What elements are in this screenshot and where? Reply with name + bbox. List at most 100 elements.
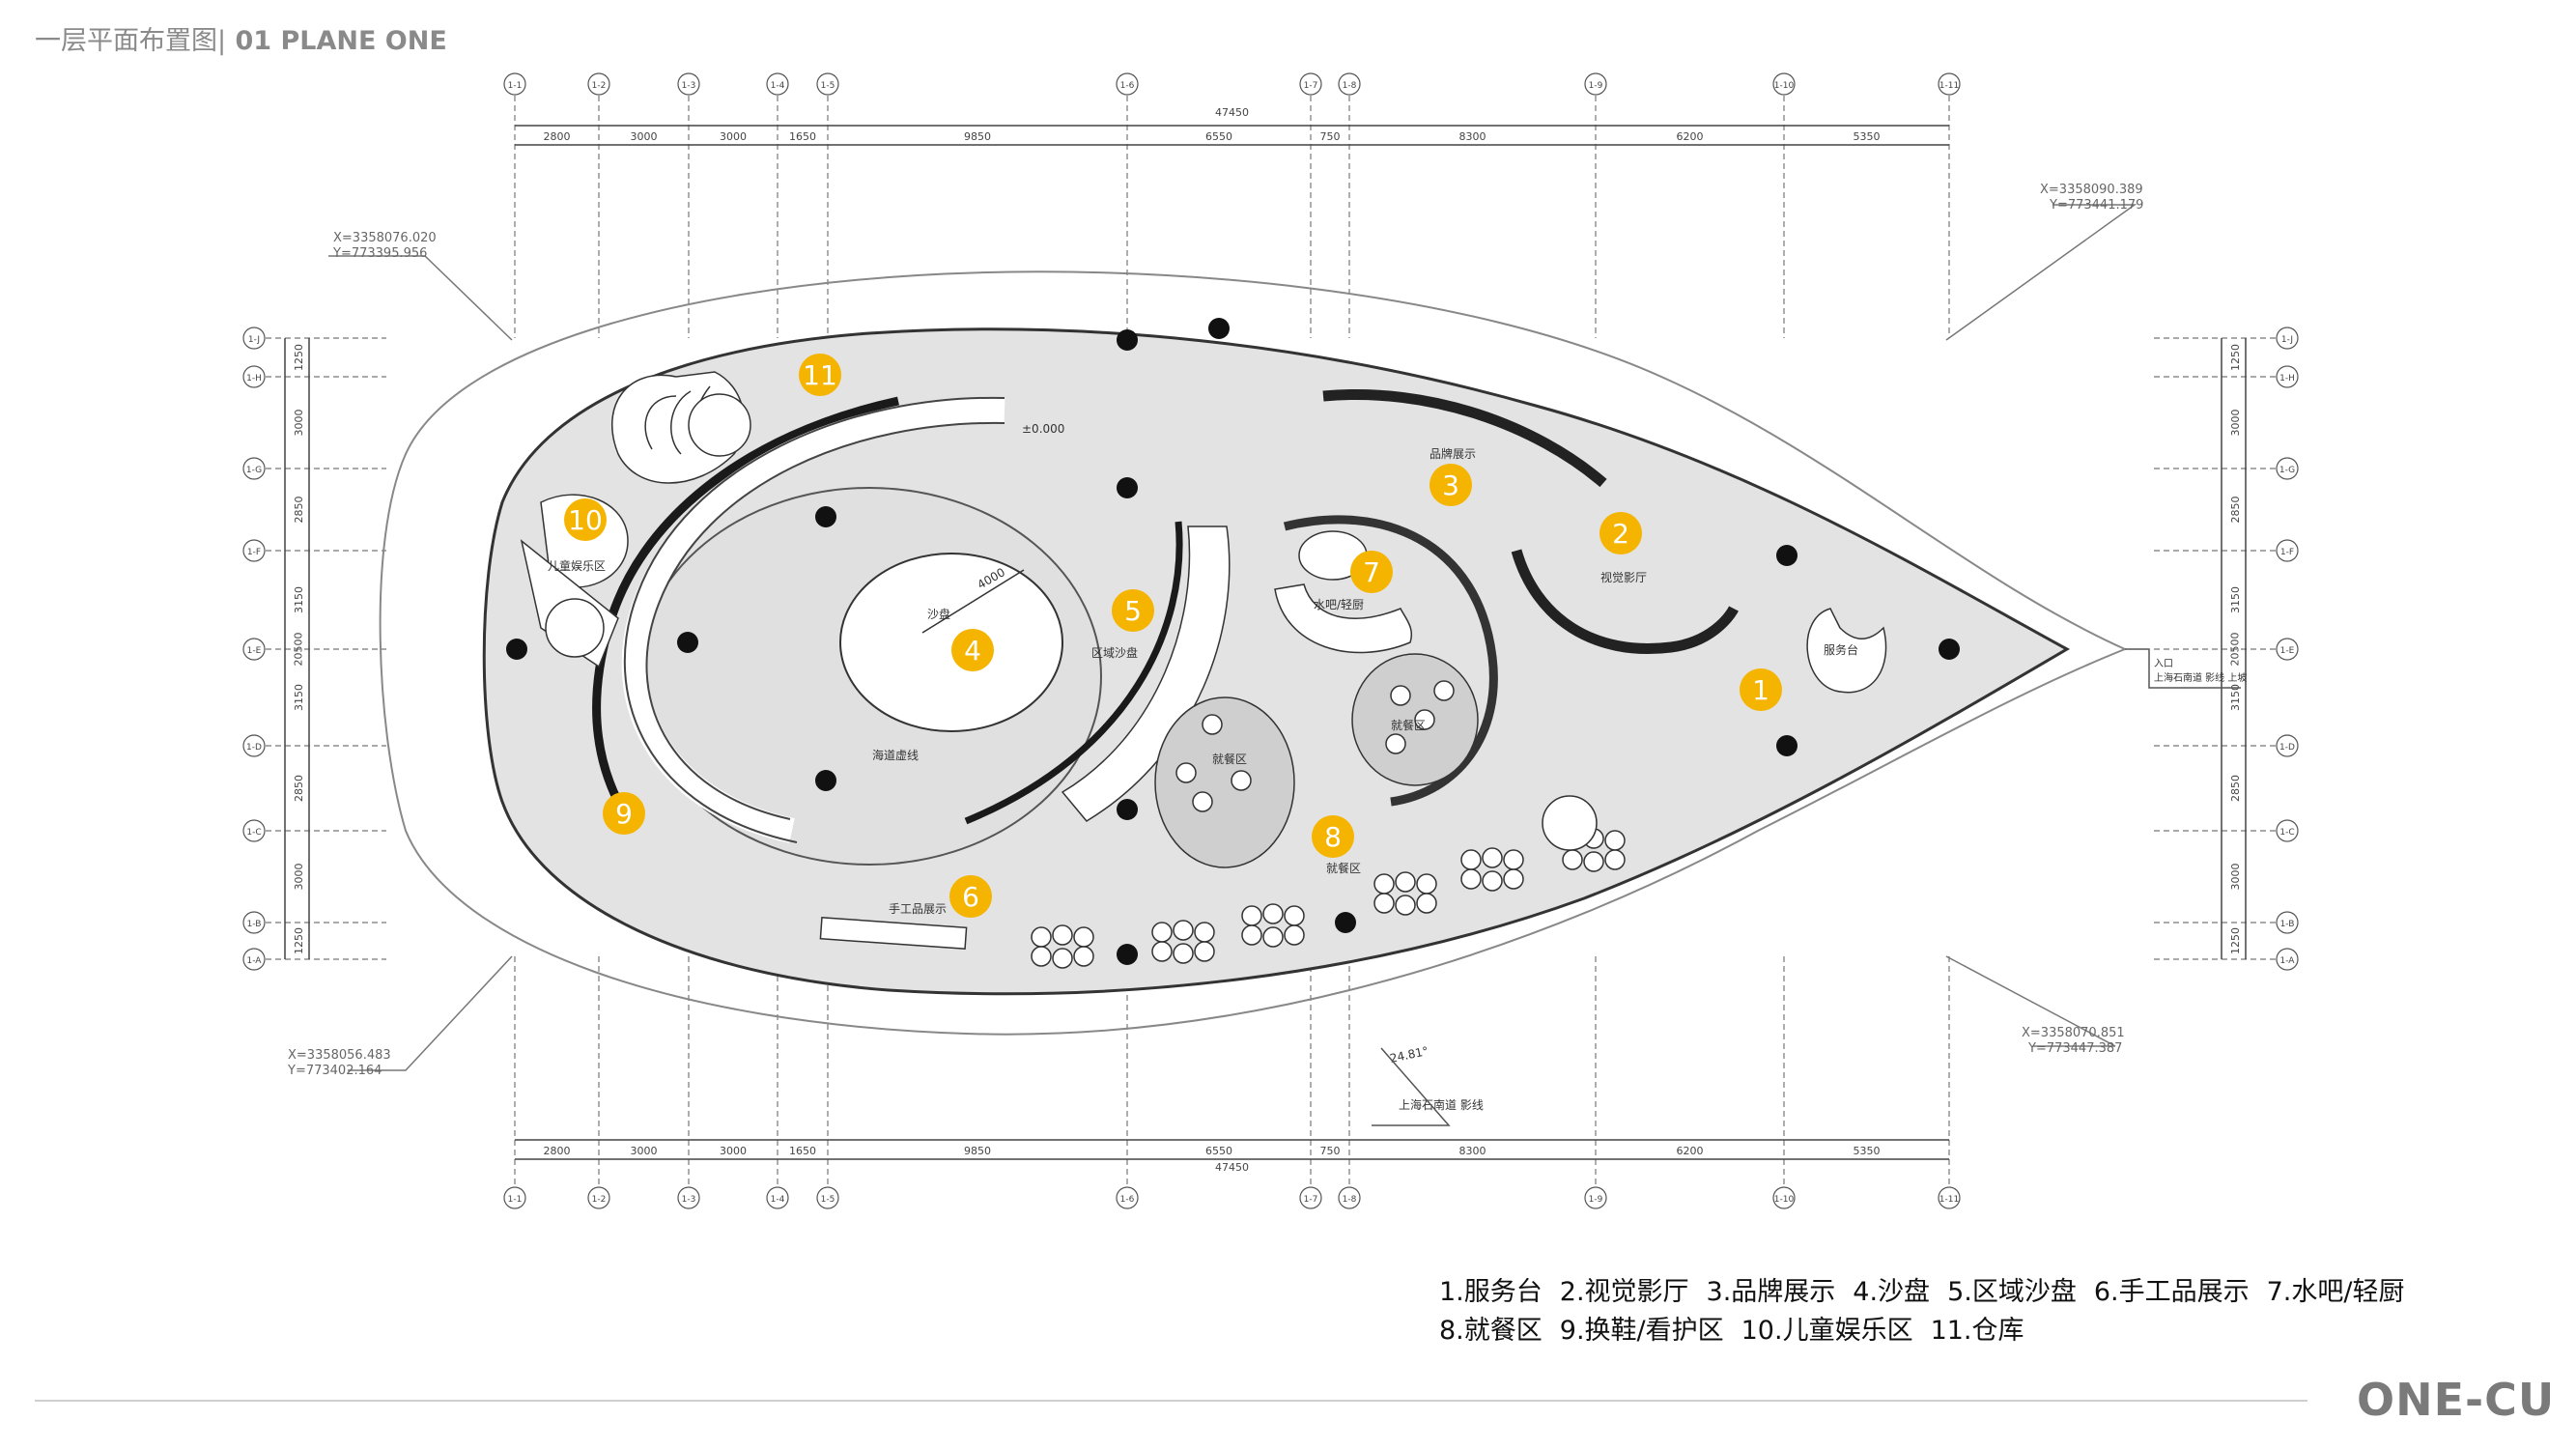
- grid-bubble: [1938, 1186, 1961, 1209]
- grid-bubble-label: 1-8: [1343, 1195, 1357, 1205]
- column: [1117, 329, 1138, 351]
- dim-label: 2850: [2229, 497, 2242, 524]
- zone-marker-label: 1: [1752, 674, 1769, 706]
- zone-marker-label: 10: [568, 504, 603, 536]
- dim-label: 8300: [1459, 130, 1486, 143]
- label-road-note: 上海石南道 影线: [1399, 1097, 1484, 1112]
- column: [815, 770, 836, 791]
- dim-label: 3150: [293, 684, 305, 711]
- chair: [1604, 849, 1626, 870]
- page-title-en: 01 PLANE ONE: [226, 26, 447, 56]
- chair: [1284, 905, 1305, 926]
- column: [1776, 735, 1798, 756]
- chair: [1460, 868, 1482, 890]
- dim-label: 3000: [720, 130, 747, 143]
- dim-label: 9850: [964, 130, 991, 143]
- zone-marker: [951, 629, 994, 671]
- column: [1335, 912, 1356, 933]
- grid-bubble: [242, 819, 266, 842]
- zone-marker: [1430, 464, 1472, 506]
- column: [1939, 639, 1960, 660]
- column: [1117, 944, 1138, 965]
- grid-bubble: [242, 911, 266, 934]
- column: [1117, 477, 1138, 498]
- label-zone-sand: 区域沙盘: [1091, 645, 1138, 660]
- dim-label: 1250: [293, 344, 305, 371]
- label-entrance: 入口: [2154, 659, 2173, 669]
- label-level: ±0.000: [1022, 422, 1064, 436]
- dim-label: 6200: [1677, 1145, 1704, 1157]
- grid-bubble-label: 1-10: [1774, 81, 1795, 91]
- chair: [1604, 830, 1626, 851]
- grid-bubble: [1772, 72, 1796, 96]
- grid-bubble-label: 1-B: [2280, 920, 2295, 929]
- grid-bubble: [587, 72, 610, 96]
- grid-bubble-label: 1-3: [682, 1195, 696, 1205]
- page-title: 一层平面布置图| 01 PLANE ONE: [35, 19, 447, 57]
- dim-label: 1250: [293, 927, 305, 954]
- legend-item: 11.仓库: [1930, 1316, 2024, 1346]
- chair: [1073, 946, 1094, 967]
- grid-bubble: [766, 1186, 789, 1209]
- grid-bubble-label: 1-6: [1120, 81, 1135, 91]
- entrance-line: [1372, 648, 2241, 1126]
- label-visual-theater: 视觉影厅: [1600, 570, 1647, 584]
- chair: [1052, 924, 1073, 946]
- chair: [1482, 847, 1503, 868]
- table-set: [1031, 924, 1094, 969]
- grid-bubble-label: 1-D: [246, 743, 262, 753]
- grid-bubble-label: 1-J: [2281, 335, 2293, 345]
- grid-bubble: [242, 638, 266, 661]
- grid-bubble-label: 1-G: [2279, 466, 2295, 475]
- chair: [1433, 680, 1455, 701]
- grid-bubble: [1938, 72, 1961, 96]
- chair: [1503, 868, 1524, 890]
- grid-bubble-label: 1-H: [2279, 374, 2295, 384]
- zone-marker: [1740, 668, 1782, 711]
- label-craft-display: 手工品展示: [889, 902, 947, 916]
- grid-bubble-label: 1-8: [1343, 81, 1357, 91]
- grid-bubble-label: 1-B: [247, 920, 262, 929]
- chair: [1503, 849, 1524, 870]
- chair: [1385, 733, 1406, 754]
- grid-bubble-label: 1-3: [682, 81, 696, 91]
- zone-marker-label: 2: [1612, 518, 1629, 550]
- chair: [1173, 920, 1194, 941]
- grid-bubble-label: 1-1: [508, 1195, 523, 1205]
- grid-bubble: [2276, 948, 2299, 971]
- dim-label: 3000: [293, 410, 305, 437]
- grid-bubble: [1116, 72, 1139, 96]
- chair: [1583, 851, 1604, 872]
- dim-label: 6200: [1677, 130, 1704, 143]
- label-sand-table: 沙盘: [927, 607, 950, 621]
- grid-bubble-label: 1-2: [592, 81, 607, 91]
- zone-marker: [1312, 815, 1354, 858]
- coord-bl-y: Y=773402.164: [287, 1064, 382, 1078]
- central-arc-line-2: [645, 421, 1005, 820]
- dining-circle-1: [1154, 696, 1295, 868]
- dim-label: 1650: [789, 130, 816, 143]
- dim-total-label: 47450: [1215, 106, 1249, 119]
- grid-bubble: [677, 1186, 700, 1209]
- zone-wall: [964, 521, 1183, 825]
- table-set: [1373, 871, 1437, 916]
- grid-bubble: [2276, 911, 2299, 934]
- dim-label: 3150: [2229, 586, 2242, 613]
- chair: [1173, 943, 1194, 964]
- dim-label: 5350: [1854, 1145, 1881, 1157]
- grid-bubble-label: 1-D: [2279, 743, 2295, 753]
- grid-bubble-label: 1-G: [246, 466, 262, 475]
- chair: [1151, 941, 1173, 962]
- legend-item: 2.视觉影厅: [1559, 1277, 1689, 1307]
- grid-bubble: [242, 539, 266, 562]
- grid-bubble-label: 1-C: [2279, 828, 2294, 838]
- grid-bubble: [242, 734, 266, 757]
- plan-labels: 服务台 视觉影厅 品牌展示 沙盘 4000 区域沙盘 水吧/轻厨 就餐区 就餐区…: [548, 422, 2247, 1112]
- column: [815, 506, 836, 527]
- chair: [1460, 849, 1482, 870]
- dim-label: 1250: [2229, 927, 2242, 954]
- coord-tl-x: X=3358076.020: [333, 231, 437, 245]
- grid-bubble-label: 1-10: [1774, 1195, 1795, 1205]
- chair: [1262, 926, 1284, 948]
